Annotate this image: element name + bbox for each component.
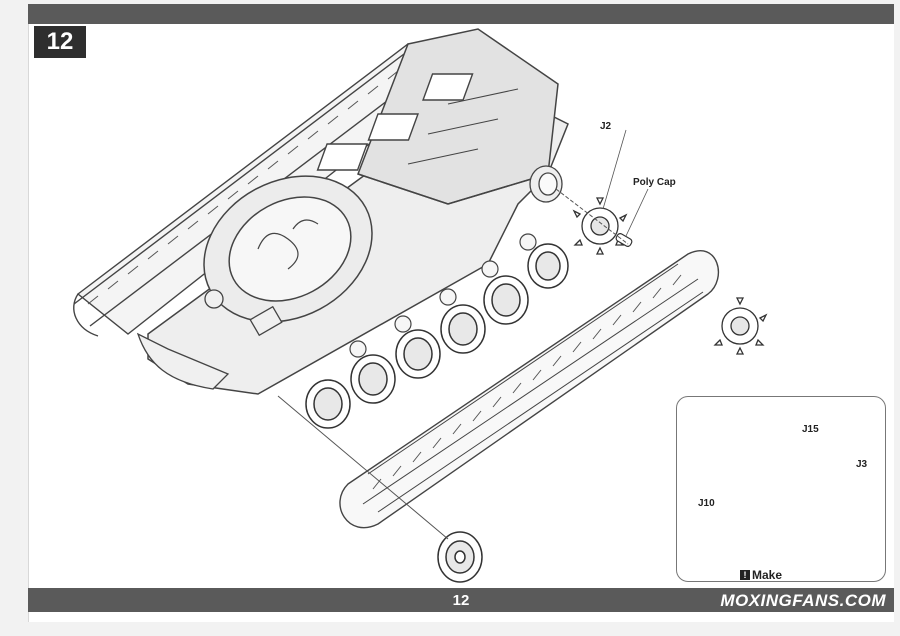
header-bar	[28, 4, 894, 24]
make-note-text: Make	[752, 568, 783, 582]
lower-track	[339, 250, 719, 529]
idler-wheel	[437, 531, 483, 583]
label-j2: J2	[600, 121, 612, 132]
label-j3: J3	[856, 459, 868, 470]
instruction-page: 12	[28, 4, 894, 622]
turret-ring	[203, 175, 373, 323]
label-j10: J10	[698, 498, 715, 509]
sprocket-right	[713, 297, 768, 355]
step-number-badge: 12	[34, 26, 86, 58]
hull-rear	[136, 289, 283, 390]
exclamation-icon: !	[740, 570, 750, 580]
assembly-drawing	[73, 28, 864, 583]
lower-track-links	[372, 274, 682, 490]
label-poly-cap: Poly Cap	[633, 177, 676, 188]
idler-guide-line	[277, 395, 449, 540]
poly-cap	[615, 233, 633, 247]
detail-callout-box	[676, 396, 886, 582]
watermark: MOXINGFANS.COM	[720, 591, 886, 610]
return-rollers	[349, 233, 537, 358]
make-note: ! Make	[740, 568, 782, 582]
final-drive-hub	[529, 165, 563, 203]
footer-bar	[28, 588, 894, 612]
label-j15: J15	[802, 424, 819, 435]
page-number: 12	[452, 591, 470, 609]
sprocket-j2	[572, 197, 628, 255]
road-wheels	[305, 243, 569, 429]
upper-track-links	[87, 55, 419, 305]
